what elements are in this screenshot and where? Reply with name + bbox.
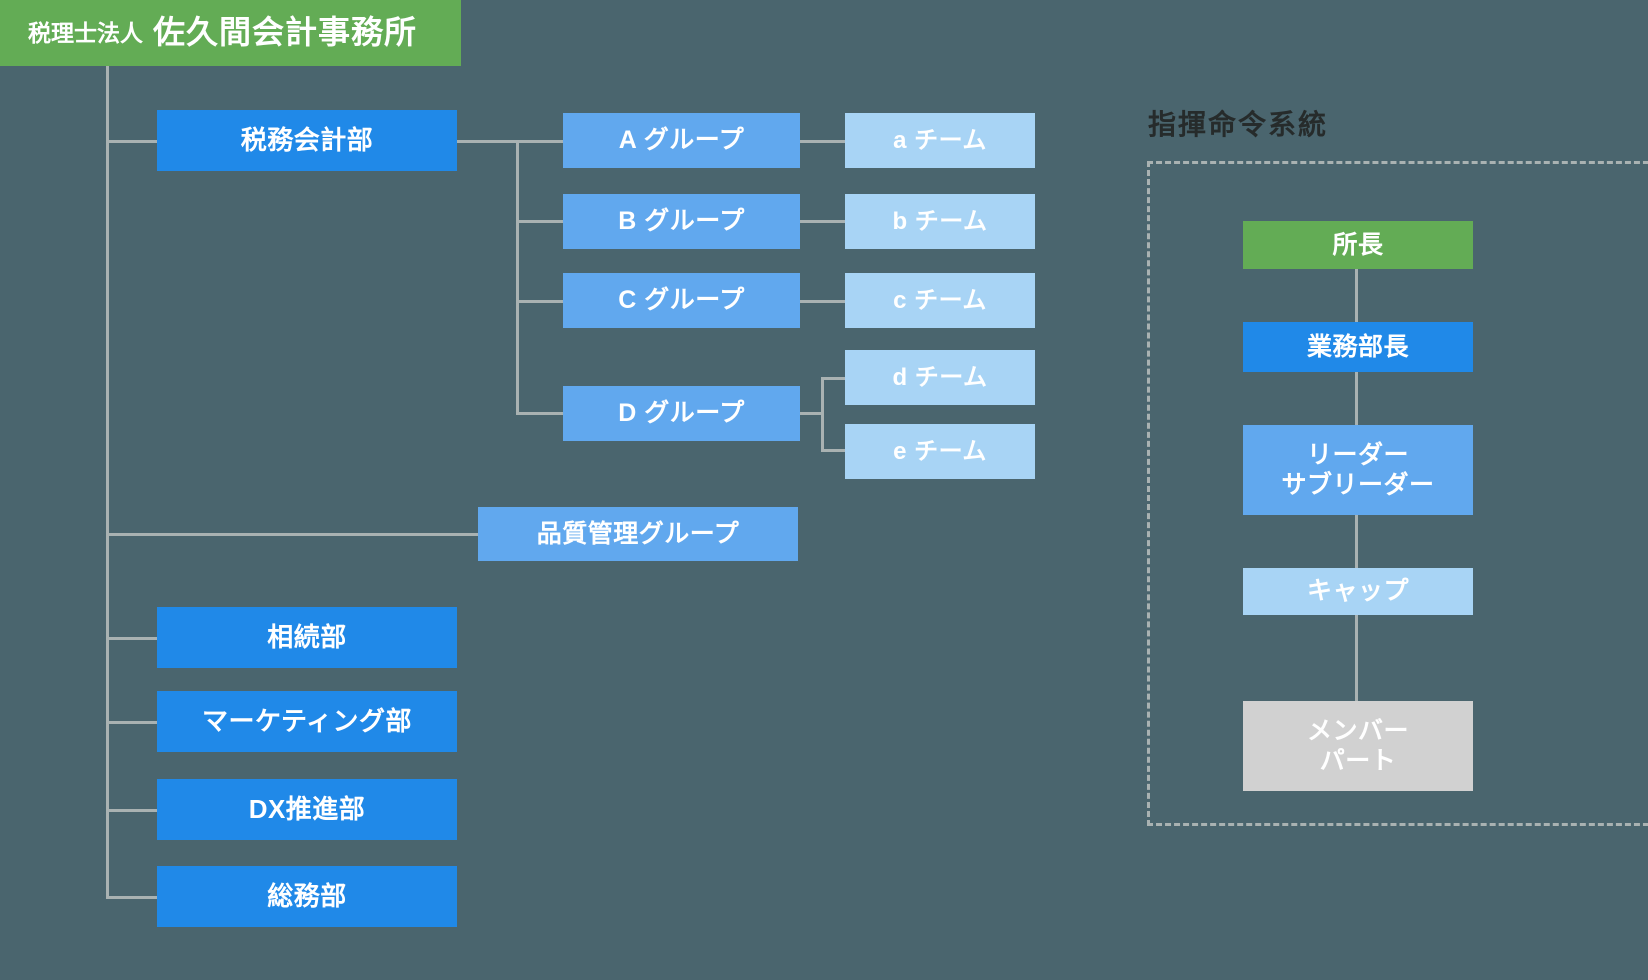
group-box-a[interactable]: A グループ xyxy=(563,113,800,168)
groups-vertical-spine xyxy=(516,140,519,414)
command-level-member[interactable]: メンバー パート xyxy=(1243,701,1473,791)
cmd-line-cap-to-member xyxy=(1355,614,1358,702)
team-box-e[interactable]: e チーム xyxy=(845,424,1035,479)
command-level-leader[interactable]: リーダー サブリーダー xyxy=(1243,425,1473,515)
group-stub-b xyxy=(516,220,564,223)
company-prefix: 税理士法人 xyxy=(28,19,143,46)
branch-line-quality-group xyxy=(106,533,480,536)
group-stub-a xyxy=(516,140,564,143)
group-stub-c xyxy=(516,300,564,303)
cmd-line-leader-to-cap xyxy=(1355,514,1358,569)
team-stub-d-group-out xyxy=(800,412,824,415)
group-box-b[interactable]: B グループ xyxy=(563,194,800,249)
team-box-d[interactable]: d チーム xyxy=(845,350,1035,405)
team-stub-d xyxy=(821,377,847,380)
team-box-b[interactable]: b チーム xyxy=(845,194,1035,249)
group-box-c[interactable]: C グループ xyxy=(563,273,800,328)
group-stub-d xyxy=(516,412,564,415)
branch-line-marketing-dept xyxy=(106,721,159,724)
team-box-c[interactable]: c チーム xyxy=(845,273,1035,328)
tax-dept-outgoing-line xyxy=(457,140,519,143)
branch-line-tax-dept xyxy=(106,140,159,143)
cmd-line-manager-to-leader xyxy=(1355,371,1358,426)
command-level-operations-manager[interactable]: 業務部長 xyxy=(1243,322,1473,372)
group-box-quality-management[interactable]: 品質管理グループ xyxy=(478,507,798,561)
team-stub-b xyxy=(800,220,846,223)
department-box-general-affairs[interactable]: 総務部 xyxy=(157,866,457,927)
team-bracket-d-e xyxy=(821,377,824,451)
department-box-tax-accounting[interactable]: 税務会計部 xyxy=(157,110,457,171)
branch-line-general-affairs-dept xyxy=(106,896,159,899)
command-level-director[interactable]: 所長 xyxy=(1243,221,1473,269)
department-box-inheritance[interactable]: 相続部 xyxy=(157,607,457,668)
company-header: 税理士法人 佐久間会計事務所 xyxy=(0,0,461,66)
department-box-marketing[interactable]: マーケティング部 xyxy=(157,691,457,752)
cmd-line-director-to-manager xyxy=(1355,268,1358,322)
command-level-cap[interactable]: キャップ xyxy=(1243,568,1473,615)
team-stub-c xyxy=(800,300,846,303)
team-stub-a xyxy=(800,140,846,143)
branch-line-inheritance-dept xyxy=(106,637,159,640)
branch-line-dx-dept xyxy=(106,809,159,812)
team-stub-e xyxy=(821,449,847,452)
department-box-dx[interactable]: DX推進部 xyxy=(157,779,457,840)
team-box-a[interactable]: a チーム xyxy=(845,113,1035,168)
command-chain-title: 指揮命令系統 xyxy=(1148,109,1329,140)
group-box-d[interactable]: D グループ xyxy=(563,386,800,441)
trunk-vertical-line xyxy=(106,66,109,898)
company-name: 佐久間会計事務所 xyxy=(153,14,418,51)
command-chain-dashed-frame xyxy=(1147,161,1648,826)
